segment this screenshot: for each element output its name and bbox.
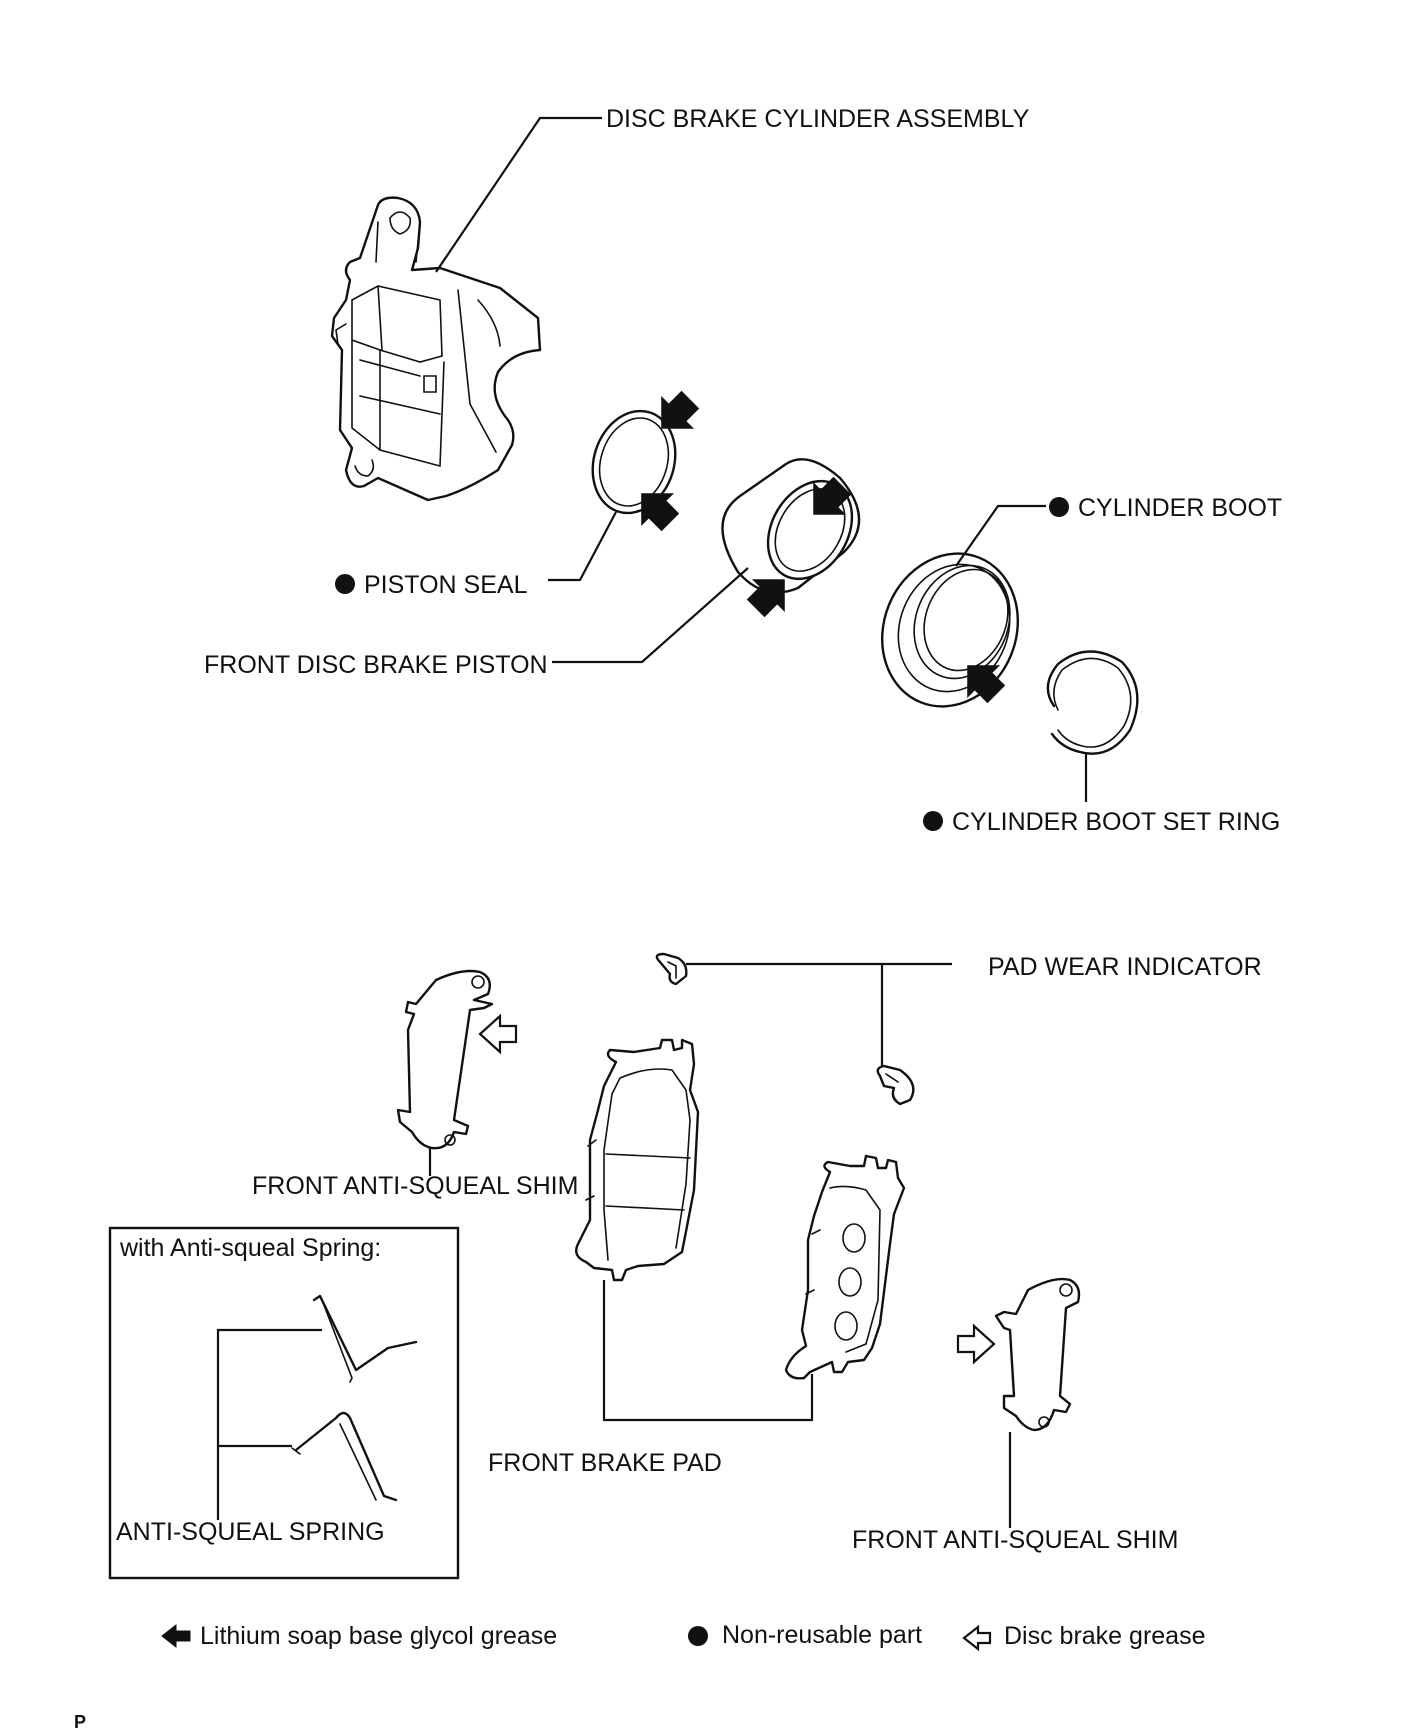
cylinder-boot (880, 552, 1020, 708)
non-reusable-dot-icon (335, 574, 355, 594)
piston-seal (591, 409, 677, 515)
pad-wear-indicator-upper (655, 952, 688, 986)
leader-cylinder-boot (955, 504, 1046, 567)
lithium-grease-legend-icon (161, 1623, 191, 1649)
lithium-grease-arrows (641, 390, 1006, 704)
front-brake-pad-inner (784, 1154, 906, 1380)
inset-title: with Anti-squeal Spring: (119, 1234, 381, 1262)
label-cylinder-boot-set-ring: CYLINDER BOOT SET RING (952, 808, 1280, 836)
front-anti-squeal-shim-left (396, 969, 494, 1150)
inset-box (108, 1226, 460, 1580)
lithium-grease-arrow-icon (746, 579, 785, 618)
lithium-grease-arrow-icon (661, 390, 700, 429)
disc-brake-grease-arrow-icon (956, 1323, 996, 1365)
pad-wear-indicator-lower (876, 1064, 915, 1106)
front-anti-squeal-shim-right (994, 1277, 1081, 1432)
front-brake-pad-outer (575, 1038, 700, 1282)
label-front-brake-pad: FRONT BRAKE PAD (488, 1449, 722, 1477)
disc-brake-grease-arrow-icon (478, 1013, 518, 1055)
legend-disc-brake-grease: Disc brake grease (1004, 1622, 1205, 1650)
leader-brake-pad (602, 1280, 814, 1422)
lithium-grease-arrow-icon (967, 665, 1006, 704)
leader-spring (216, 1328, 322, 1520)
label-pad-wear-indicator: PAD WEAR INDICATOR (988, 953, 1262, 981)
front-disc-brake-piston (721, 458, 861, 594)
non-reusable-legend-icon (688, 1626, 708, 1646)
disc-brake-cylinder-assembly (330, 196, 542, 502)
legend-lithium-grease: Lithium soap base glycol grease (200, 1622, 557, 1650)
label-front-disc-brake-piston: FRONT DISC BRAKE PISTON (204, 651, 548, 679)
cylinder-boot-set-ring (1046, 650, 1139, 755)
label-anti-squeal-spring: ANTI-SQUEAL SPRING (116, 1518, 385, 1546)
anti-squeal-spring-lower (291, 1411, 398, 1502)
lithium-grease-arrow-icon (813, 476, 852, 515)
legend-non-reusable: Non-reusable part (722, 1621, 922, 1649)
label-front-anti-squeal-shim-left: FRONT ANTI-SQUEAL SHIM (252, 1172, 578, 1200)
leader-piston (552, 567, 749, 664)
disc-brake-grease-legend-icon (962, 1624, 992, 1652)
label-disc-brake-cylinder-assembly: DISC BRAKE CYLINDER ASSEMBLY (606, 105, 1030, 133)
leader-piston-seal (548, 511, 617, 582)
corner-mark: P (74, 1712, 86, 1732)
label-front-anti-squeal-shim-right: FRONT ANTI-SQUEAL SHIM (852, 1526, 1178, 1554)
label-cylinder-boot: CYLINDER BOOT (1078, 494, 1282, 522)
legend: Lithium soap base glycol grease Non-reus… (161, 1621, 1205, 1652)
non-reusable-dot-icon (923, 811, 943, 831)
anti-squeal-spring-upper (312, 1294, 418, 1383)
label-piston-seal: PISTON SEAL (364, 571, 528, 599)
leader-cylinder-assembly (435, 116, 602, 273)
non-reusable-dot-icon (1049, 497, 1069, 517)
lithium-grease-arrow-icon (641, 493, 680, 532)
